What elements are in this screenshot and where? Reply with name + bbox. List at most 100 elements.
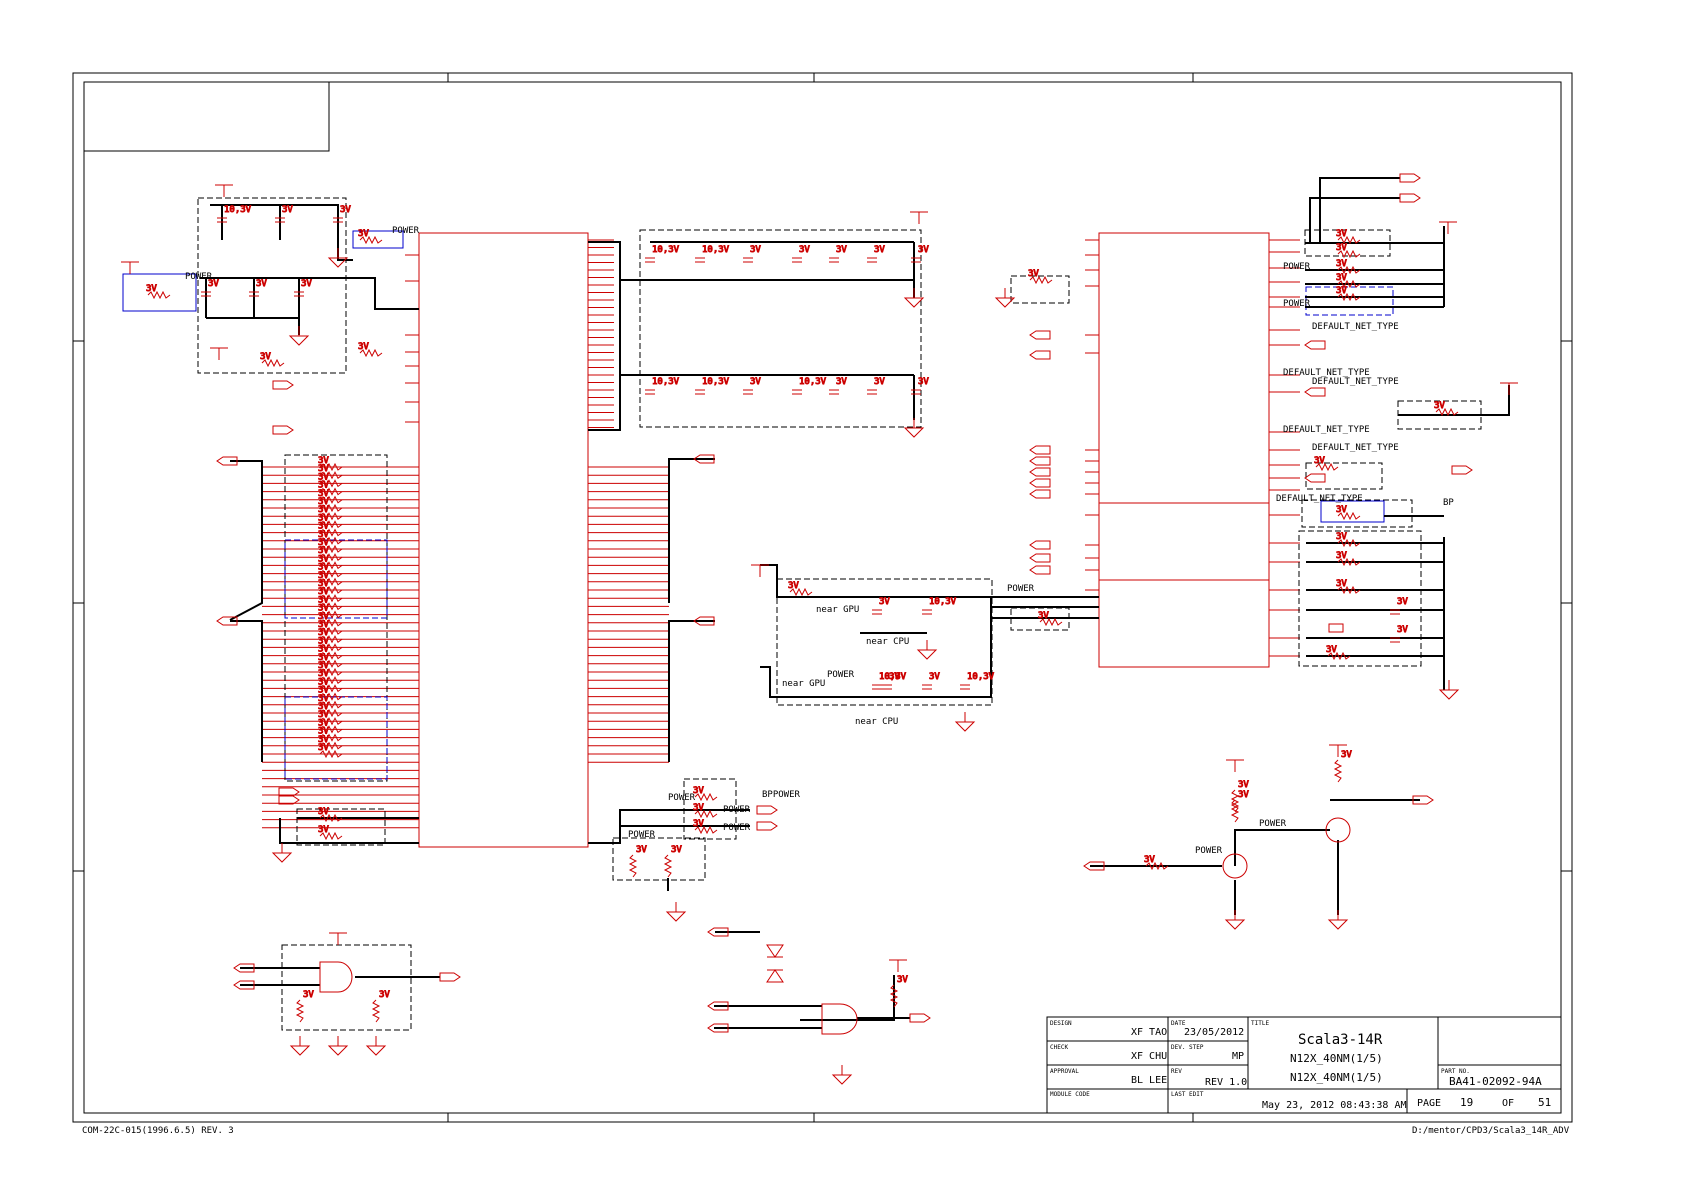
port bbox=[1029, 467, 1051, 477]
resistor-label: 3V bbox=[318, 807, 329, 817]
net-near-gpu-1: near GPU bbox=[816, 605, 859, 615]
resistor-label: 3V bbox=[318, 571, 329, 581]
resistor-label: 3V bbox=[318, 735, 329, 745]
ground-triangle bbox=[271, 852, 293, 863]
capacitor-label: 3V bbox=[208, 279, 219, 289]
resistor bbox=[1029, 275, 1053, 285]
resistor-label: 3V bbox=[318, 464, 329, 474]
resistor-label: 3V bbox=[318, 628, 329, 638]
capacitor-label: 3V bbox=[836, 377, 847, 387]
resistor-label: 3V bbox=[636, 845, 647, 855]
capacitor-label: 3V bbox=[918, 245, 929, 255]
capacitor-label: 10,3V bbox=[702, 245, 730, 255]
port bbox=[1451, 465, 1473, 475]
resistor-label: 3V bbox=[318, 612, 329, 622]
port bbox=[756, 821, 778, 831]
resistor bbox=[1145, 861, 1169, 871]
resistor-label: 3V bbox=[318, 604, 329, 614]
ground-triangle bbox=[327, 257, 349, 268]
tb-partno-value: BA41-02092-94A bbox=[1449, 1075, 1542, 1088]
capacitor-label: 3V bbox=[889, 672, 900, 682]
ground-triangle bbox=[916, 649, 938, 660]
net-power-3: POWER bbox=[1283, 262, 1311, 272]
tb-title-label: TITLE bbox=[1251, 1020, 1269, 1027]
port bbox=[216, 616, 238, 626]
resistor-label: 3V bbox=[1434, 401, 1445, 411]
net-bp: BP bbox=[1443, 498, 1454, 508]
port bbox=[1029, 565, 1051, 575]
net-default-4: DEFAULT_NET_TYPE bbox=[1283, 425, 1370, 435]
resistor bbox=[319, 717, 343, 726]
footer: COM-22C-015(1996.6.5) REV. 3 D:/mentor/C… bbox=[82, 1126, 1570, 1136]
resistor-label: 3V bbox=[1238, 780, 1249, 790]
resistors: 3V3V3V3V3V3V3V3V3V3V3V3V3V3V3V3V3V3V3V3V… bbox=[146, 229, 1459, 1023]
ground-triangle bbox=[954, 721, 976, 732]
resistor bbox=[359, 348, 383, 358]
resistor bbox=[319, 643, 343, 652]
port bbox=[1029, 330, 1051, 340]
port bbox=[1304, 340, 1326, 350]
tb-partno-label: PART NO. bbox=[1441, 1068, 1470, 1075]
tb-page-label: PAGE bbox=[1417, 1098, 1441, 1109]
resistor-label: 3V bbox=[318, 563, 329, 573]
ground-triangle bbox=[903, 427, 925, 438]
resistor bbox=[1039, 617, 1063, 627]
resistor-label: 3V bbox=[318, 702, 329, 712]
resistor-label: 3V bbox=[318, 497, 329, 507]
ground-triangle bbox=[365, 1045, 387, 1056]
capacitor-label: 3V bbox=[929, 672, 940, 682]
tb-approval-label: APPROVAL bbox=[1050, 1068, 1079, 1075]
tb-rev-value: REV 1.0 bbox=[1205, 1077, 1247, 1088]
resistor-label: 3V bbox=[318, 481, 329, 491]
resistor bbox=[1230, 799, 1240, 823]
capacitor-label: 3V bbox=[879, 597, 890, 607]
resistor bbox=[789, 587, 813, 597]
capacitor-label: 10,3V bbox=[702, 377, 730, 387]
resistor bbox=[663, 854, 673, 878]
port bbox=[1083, 861, 1105, 871]
resistor-label: 3V bbox=[318, 530, 329, 540]
resistor-label: 3V bbox=[693, 819, 704, 829]
tb-date-label: DATE bbox=[1171, 1020, 1186, 1027]
resistor-label: 3V bbox=[1238, 790, 1249, 800]
u1-left-pins bbox=[262, 254, 419, 829]
resistor bbox=[319, 831, 343, 841]
resistor-label: 3V bbox=[318, 645, 329, 655]
tb-devstep-value: MP bbox=[1232, 1051, 1244, 1062]
resistor bbox=[1337, 292, 1361, 302]
capacitor-label: 3V bbox=[256, 279, 267, 289]
resistor bbox=[1337, 585, 1361, 595]
resistor bbox=[319, 503, 343, 513]
resistor-label: 3V bbox=[1336, 259, 1347, 269]
resistor-label: 3V bbox=[318, 669, 329, 679]
resistor bbox=[319, 561, 343, 570]
capacitor-label: 10,3V bbox=[929, 597, 957, 607]
resistor bbox=[319, 733, 343, 742]
tb-design-label: DESIGN bbox=[1050, 1020, 1072, 1027]
resistor-label: 3V bbox=[1144, 855, 1155, 865]
resistor bbox=[319, 667, 343, 677]
ground-triangle bbox=[327, 1045, 349, 1056]
resistor bbox=[1337, 235, 1361, 245]
resistor bbox=[147, 290, 171, 300]
resistor bbox=[319, 577, 343, 586]
port bbox=[1412, 795, 1434, 805]
ground-triangle bbox=[903, 297, 925, 308]
resistor-label: 3V bbox=[318, 677, 329, 687]
port bbox=[1029, 478, 1051, 488]
resistor-label: 3V bbox=[318, 579, 329, 589]
resistor-label: 3V bbox=[671, 845, 682, 855]
resistor bbox=[319, 536, 343, 545]
port bbox=[693, 454, 715, 464]
port-symbols bbox=[216, 173, 1473, 1033]
resistor bbox=[319, 684, 343, 693]
resistor-label: 3V bbox=[1028, 269, 1039, 279]
resistor-label: 3V bbox=[318, 546, 329, 556]
tb-page-value: 19 bbox=[1460, 1096, 1473, 1109]
ground-triangle bbox=[1327, 919, 1349, 930]
resistor-label: 3V bbox=[318, 743, 329, 753]
capacitor-label: 3V bbox=[750, 377, 761, 387]
ground-triangle bbox=[1224, 919, 1246, 930]
resistor bbox=[319, 659, 343, 668]
net-labels: POWER POWER POWER POWER DEFAULT_NET_TYPE… bbox=[185, 226, 1454, 856]
